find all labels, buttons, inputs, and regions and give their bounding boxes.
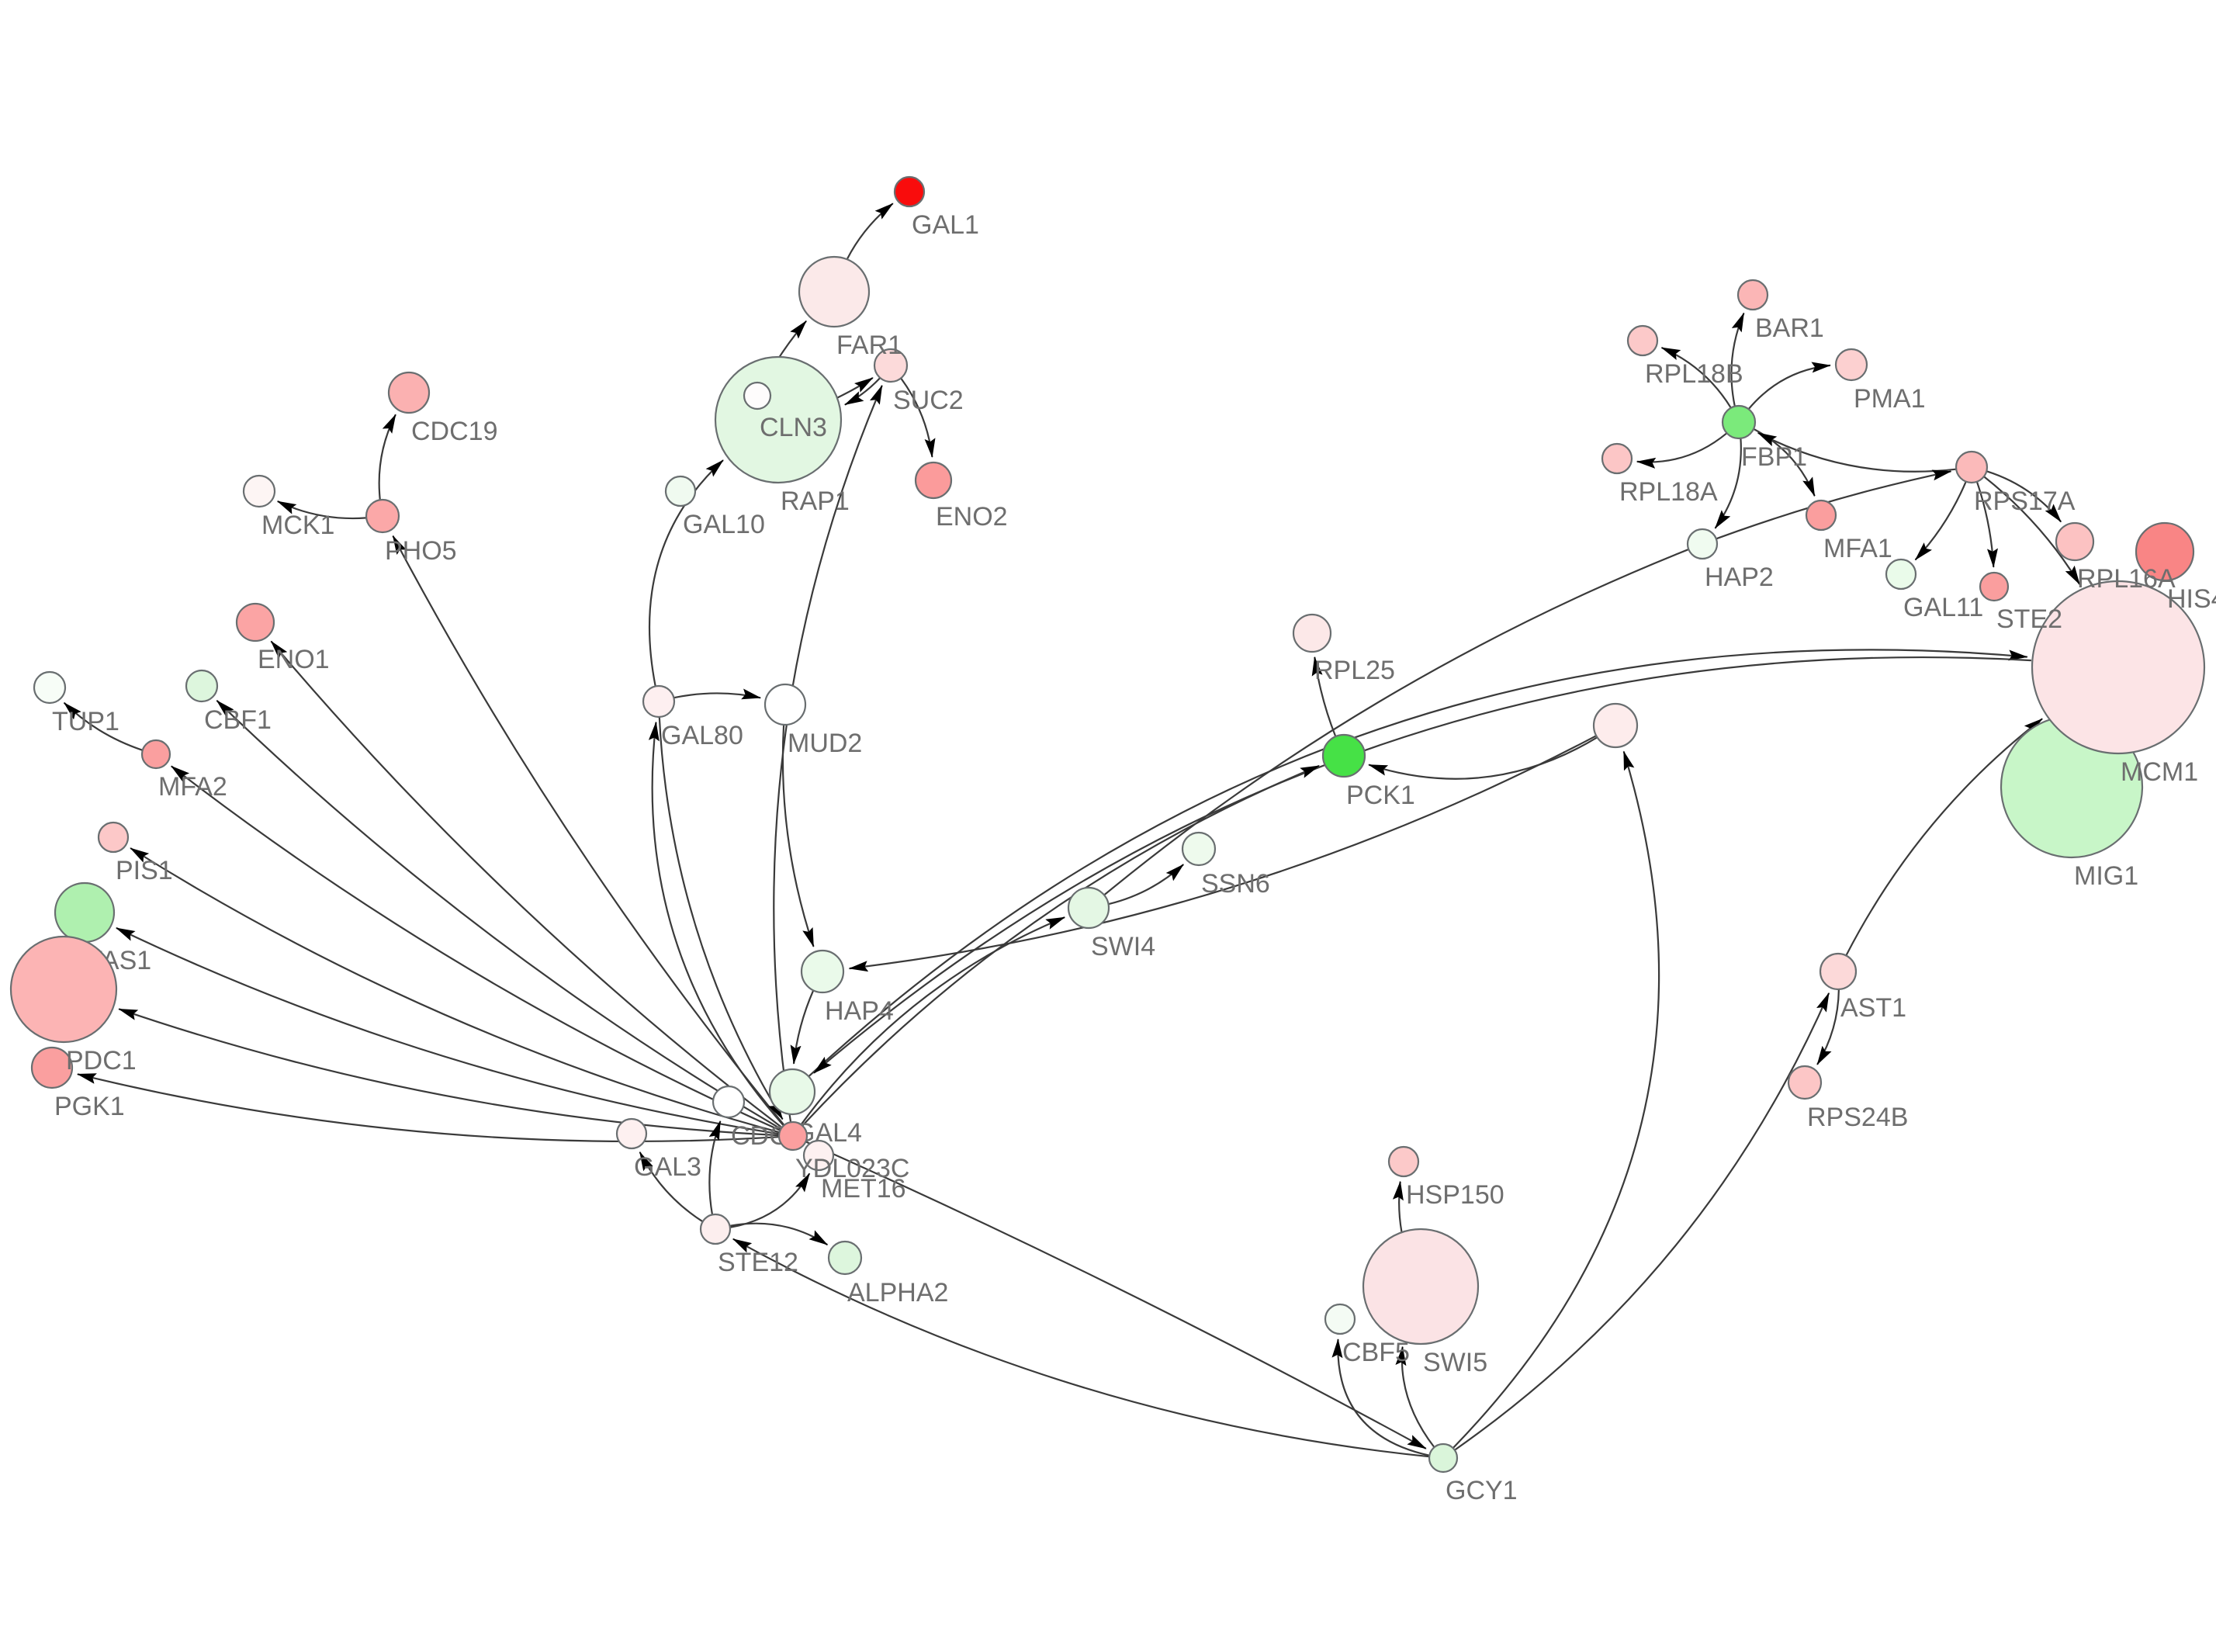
svg-text:PIS1: PIS1 xyxy=(116,856,173,885)
svg-text:STE12: STE12 xyxy=(718,1248,798,1277)
svg-text:CDC19: CDC19 xyxy=(411,417,497,446)
svg-text:RPL18B: RPL18B xyxy=(1645,359,1743,389)
svg-text:PGK1: PGK1 xyxy=(54,1092,125,1121)
svg-text:GAL3: GAL3 xyxy=(634,1152,701,1182)
svg-text:SWI4: SWI4 xyxy=(1091,932,1155,961)
svg-text:YDL023C: YDL023C xyxy=(795,1154,909,1183)
svg-text:MCM1: MCM1 xyxy=(2121,757,2198,787)
svg-text:PMA1: PMA1 xyxy=(1854,384,1926,414)
svg-text:RPL16A: RPL16A xyxy=(2077,564,2176,594)
svg-text:GCY1: GCY1 xyxy=(1446,1476,1518,1505)
svg-text:HAP4: HAP4 xyxy=(825,996,894,1026)
svg-text:STE2: STE2 xyxy=(1996,604,2062,634)
svg-text:SUC2: SUC2 xyxy=(893,386,964,415)
svg-text:SSN6: SSN6 xyxy=(1201,869,1270,899)
svg-text:HSP150: HSP150 xyxy=(1406,1180,1504,1210)
svg-text:RPS17A: RPS17A xyxy=(1974,487,2076,516)
svg-text:GAL11: GAL11 xyxy=(1903,593,1983,622)
svg-text:CBF1: CBF1 xyxy=(204,705,272,735)
svg-text:TUP1: TUP1 xyxy=(52,707,119,736)
svg-text:MCK1: MCK1 xyxy=(261,511,334,540)
svg-text:RPS24B: RPS24B xyxy=(1807,1103,1908,1132)
svg-text:PHO5: PHO5 xyxy=(385,536,457,566)
svg-text:MIG1: MIG1 xyxy=(2074,861,2138,891)
svg-text:BAR1: BAR1 xyxy=(1755,313,1824,343)
svg-text:ALPHA2: ALPHA2 xyxy=(847,1278,948,1307)
svg-text:MFA1: MFA1 xyxy=(1823,534,1892,563)
svg-text:MET16: MET16 xyxy=(821,1174,906,1204)
svg-text:PDC1: PDC1 xyxy=(66,1046,137,1075)
svg-text:CBF5: CBF5 xyxy=(1342,1338,1410,1367)
svg-text:SWI5: SWI5 xyxy=(1423,1348,1487,1377)
svg-text:FBP1: FBP1 xyxy=(1741,442,1807,472)
svg-text:PCK1: PCK1 xyxy=(1346,781,1415,810)
svg-text:GAL10: GAL10 xyxy=(683,510,765,539)
svg-text:HAP2: HAP2 xyxy=(1705,563,1774,592)
svg-text:RPL18A: RPL18A xyxy=(1619,477,1718,507)
svg-text:AST1: AST1 xyxy=(1840,993,1906,1023)
svg-text:FAR1: FAR1 xyxy=(836,331,902,360)
svg-text:ENO1: ENO1 xyxy=(258,645,330,674)
svg-text:CLN3: CLN3 xyxy=(760,413,827,442)
svg-text:GAL80: GAL80 xyxy=(661,721,743,750)
svg-text:HIS4: HIS4 xyxy=(2167,584,2216,614)
svg-text:ENO2: ENO2 xyxy=(936,502,1008,532)
svg-text:RAP1: RAP1 xyxy=(781,487,850,516)
svg-text:MFA2: MFA2 xyxy=(158,772,227,802)
svg-text:GAL1: GAL1 xyxy=(912,210,979,240)
svg-text:MUD2: MUD2 xyxy=(788,729,862,758)
svg-text:RPL25: RPL25 xyxy=(1314,656,1395,685)
